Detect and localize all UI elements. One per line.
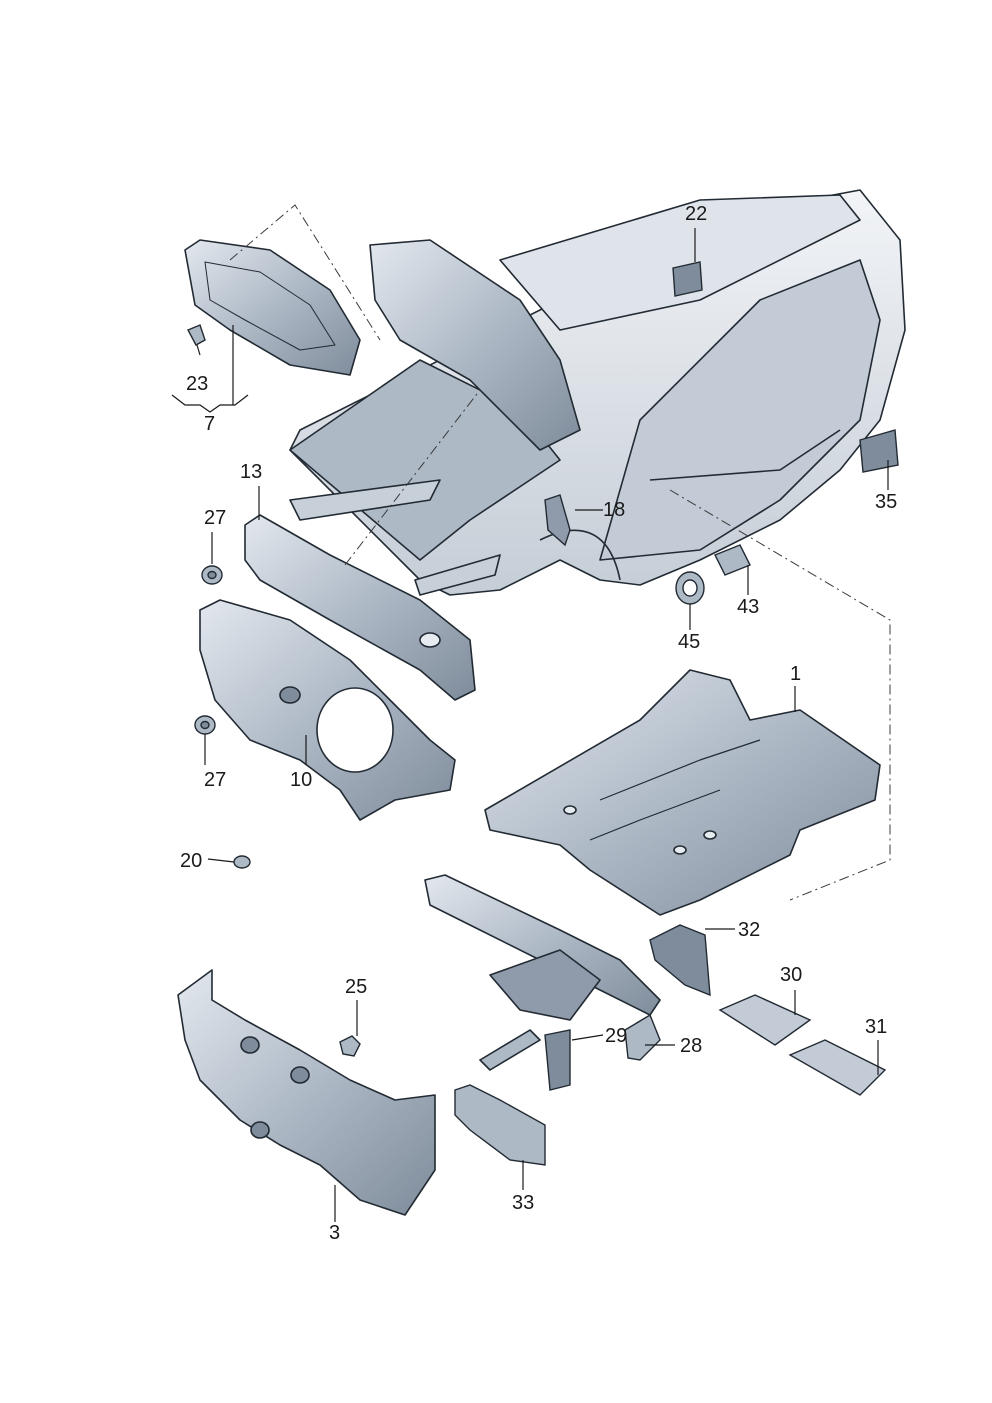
callout-1: 1: [790, 663, 802, 685]
callout-32: 32: [738, 919, 761, 941]
callout-31: 31: [865, 1016, 888, 1038]
part-3-lower-insulation: [177, 969, 436, 1216]
callout-10: 10: [290, 769, 313, 791]
part-22-pad: [672, 261, 703, 297]
part-13-cross-panel: [244, 514, 476, 701]
callout-13: 13: [240, 461, 263, 483]
part-23-clip: [187, 324, 206, 346]
callout-23: 23: [186, 373, 209, 395]
part-43-bracket: [714, 544, 751, 576]
callout-33: 33: [512, 1192, 535, 1214]
dashboard-cross-beam: [424, 874, 661, 1071]
part-25-clip: [339, 1035, 361, 1057]
part-33-pad: [454, 1084, 546, 1166]
part-29-insulation-pad: [544, 1029, 571, 1091]
callout-18: 18: [603, 499, 626, 521]
callout-leaders: [171, 228, 889, 1222]
callout-43: 43: [737, 596, 760, 618]
part-20-clip: [233, 855, 251, 869]
callout-7: 7: [204, 413, 216, 435]
callout-29: 29: [605, 1025, 628, 1047]
callout-30: 30: [780, 964, 803, 986]
part-30-pad: [718, 994, 812, 1046]
callout-28: 28: [680, 1035, 703, 1057]
callout-27-upper: 27: [204, 507, 227, 529]
part-1-floor-carpet: [484, 669, 881, 916]
part-28-bracket: [624, 1013, 661, 1061]
assembly-guide-lines: [229, 204, 891, 901]
part-27-grommet-upper: [201, 565, 223, 585]
callout-25: 25: [345, 976, 368, 998]
part-27-grommet-lower: [194, 715, 216, 735]
callout-45: 45: [678, 631, 701, 653]
callout-27-lower: 27: [204, 769, 227, 791]
callout-35: 35: [875, 491, 898, 513]
car-body-shell: [289, 189, 906, 596]
callout-22: 22: [685, 203, 708, 225]
part-18-trim: [544, 494, 571, 547]
part-10-bulkhead-insulation: [199, 599, 456, 821]
part-7-bonnet-insulation: [184, 239, 361, 376]
part-32-pad: [649, 924, 711, 997]
part-31-pad: [788, 1039, 887, 1096]
callout-3: 3: [329, 1222, 341, 1244]
callout-20: 20: [180, 850, 203, 872]
part-45-grommet: [675, 571, 705, 605]
